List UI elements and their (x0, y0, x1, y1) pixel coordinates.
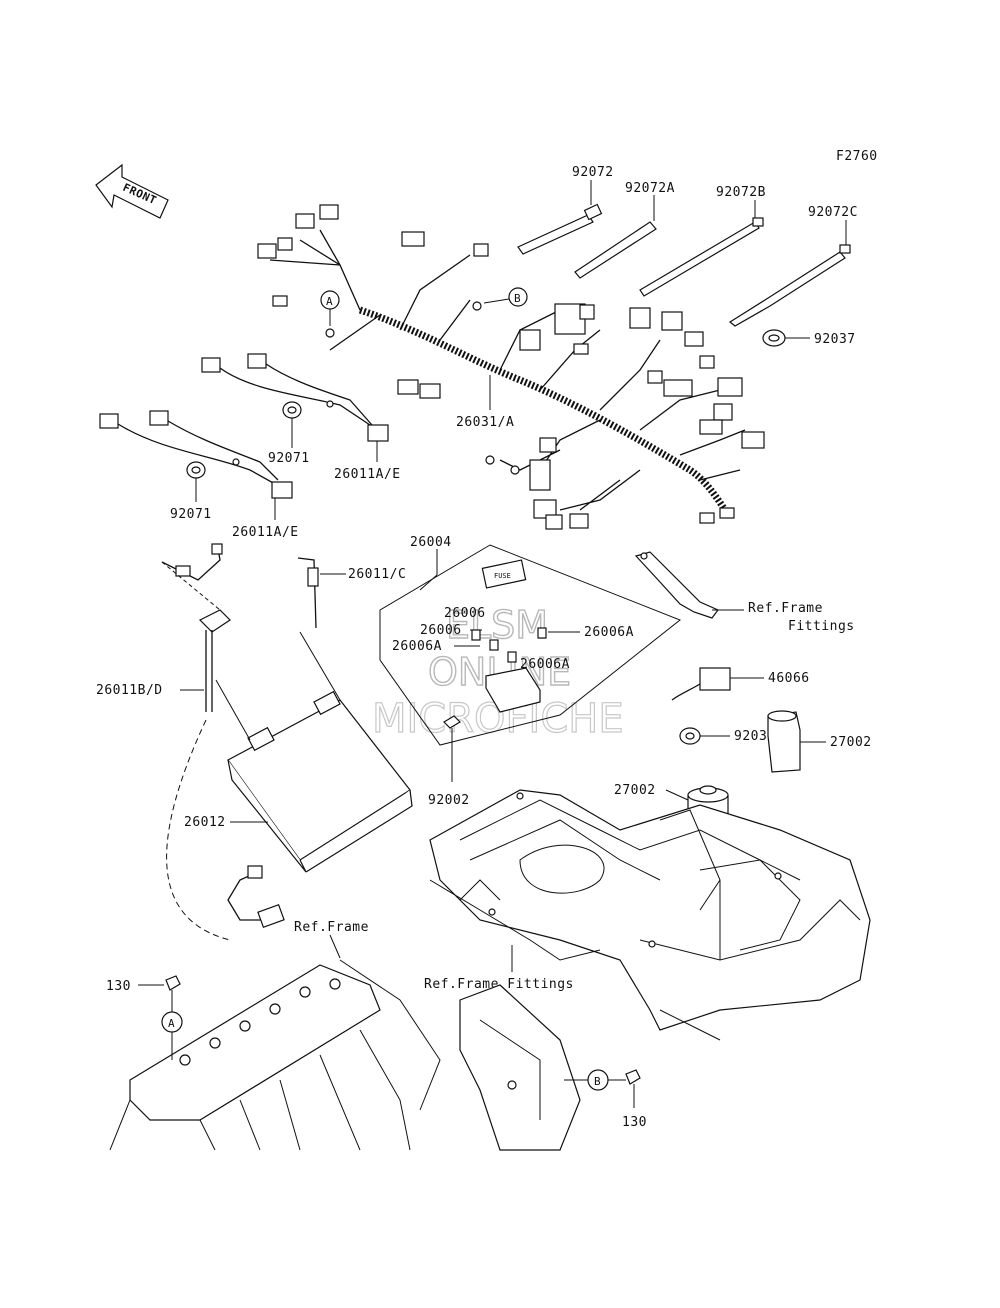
cable-tie-92072C[interactable] (728, 220, 851, 327)
svg-text:B: B (594, 1075, 601, 1088)
callout-26006A-left[interactable]: 26006A (392, 639, 442, 654)
marker-a-bottom: A (161, 1011, 183, 1060)
battery-26012[interactable] (227, 690, 413, 873)
frame-fittings-tray (429, 789, 871, 1041)
callout-92072B[interactable]: 92072B (716, 185, 766, 200)
marker-b-top: B (483, 287, 528, 307)
sub-harness-26011AE-lower[interactable] (99, 410, 293, 499)
ref-frame-fittings-line1: Ref.Frame (748, 601, 823, 616)
callout-26006-2[interactable]: 26006 (420, 623, 462, 638)
ref-frame-fittings-line2: Fittings (788, 619, 855, 634)
bolt-130-right[interactable] (625, 1069, 641, 1108)
svg-text:A: A (168, 1017, 175, 1030)
frame (109, 934, 581, 1151)
clamp-92037-top[interactable] (762, 329, 810, 347)
cable-26011C[interactable] (297, 557, 346, 701)
cable-26011BD[interactable] (161, 543, 285, 941)
callout-92071-upper[interactable]: 92071 (268, 451, 310, 466)
sub-harness-26011AE-upper[interactable] (201, 353, 389, 442)
callout-130-left[interactable]: 130 (106, 979, 131, 994)
figure-code: F2760 (836, 149, 878, 164)
frame-fitting-bracket (634, 551, 744, 619)
main-harness-26031[interactable] (257, 204, 765, 530)
callout-26006[interactable]: 26006 (444, 606, 486, 621)
marker-a-top: A (320, 290, 340, 326)
svg-text:FUSE: FUSE (494, 572, 511, 580)
callout-92072A[interactable]: 92072A (625, 181, 675, 196)
cable-tie-92072A[interactable] (574, 195, 657, 279)
bolt-92002[interactable] (443, 715, 461, 782)
callout-26006A-bottom[interactable]: 26006A (520, 657, 570, 672)
callout-27002-right[interactable]: 27002 (830, 735, 872, 750)
callout-92071-lower[interactable]: 92071 (170, 507, 212, 522)
grommet-92071-lower[interactable] (186, 461, 206, 502)
callout-27002-left[interactable]: 27002 (614, 783, 656, 798)
ref-frame-fittings-bottom: Ref.Frame Fittings (424, 977, 574, 992)
watermark: ELSM ONLINE MICROFICHE (371, 602, 624, 742)
ref-frame: Ref.Frame (294, 920, 369, 935)
part-27002-right[interactable] (767, 710, 826, 773)
callout-92037-mid[interactable]: 92037 (734, 729, 776, 744)
callout-26031A[interactable]: 26031/A (456, 415, 514, 430)
clamp-92037-mid[interactable] (679, 727, 730, 745)
callout-92072C[interactable]: 92072C (808, 205, 858, 220)
svg-text:B: B (514, 292, 521, 305)
fuse-box-26004[interactable]: FUSE (379, 544, 681, 746)
callout-26011C[interactable]: 26011/C (348, 567, 406, 582)
callout-26012[interactable]: 26012 (184, 815, 226, 830)
callout-92037-top[interactable]: 92037 (814, 332, 856, 347)
callout-26006A-right[interactable]: 26006A (584, 625, 634, 640)
callout-130-right[interactable]: 130 (622, 1115, 647, 1130)
grommet-92071-upper[interactable] (282, 401, 302, 448)
callout-26004[interactable]: 26004 (410, 535, 452, 550)
bolt-130-left[interactable] (138, 975, 181, 1012)
svg-text:A: A (326, 295, 333, 308)
cable-tie-92072B[interactable] (639, 200, 764, 297)
front-arrow-icon: FRONT (95, 163, 169, 219)
marker-b-bottom: B (564, 1069, 626, 1091)
callout-26011AE-lower[interactable]: 26011A/E (232, 525, 299, 540)
callout-26011BD[interactable]: 26011B/D (96, 683, 163, 698)
callout-92002[interactable]: 92002 (428, 793, 470, 808)
cable-tie-92072[interactable] (517, 180, 603, 255)
callout-26011AE-upper[interactable]: 26011A/E (334, 467, 401, 482)
callout-92072[interactable]: 92072 (572, 165, 614, 180)
relay-46066[interactable] (671, 667, 764, 701)
callout-46066[interactable]: 46066 (768, 671, 810, 686)
